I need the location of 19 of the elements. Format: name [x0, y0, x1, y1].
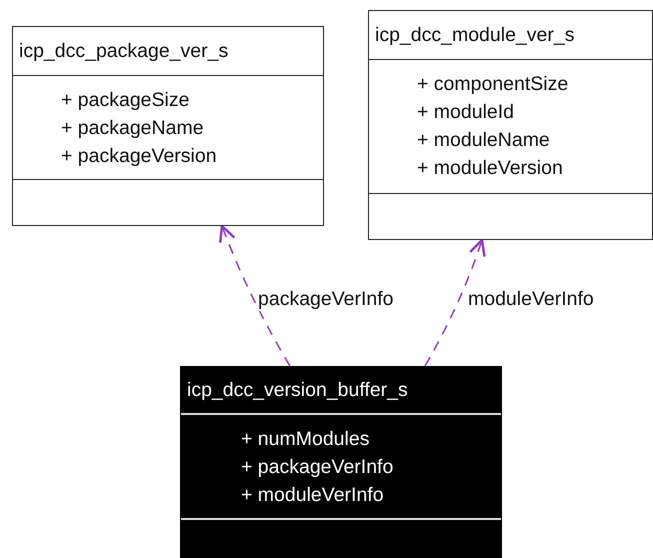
attribute-text: + packageVerInfo: [241, 455, 394, 480]
attribute-text: + packageName: [61, 116, 204, 141]
class-box: [368, 10, 653, 240]
attribute-text: + moduleName: [417, 128, 550, 153]
edge-label: packageVerInfo: [256, 288, 396, 311]
class-name: icp_dcc_version_buffer_s: [187, 379, 408, 401]
dependency-arrow: [424, 238, 486, 366]
attribute-text: + moduleVerInfo: [241, 483, 384, 508]
dependency-arrow: [219, 224, 291, 366]
attribute-text: + numModules: [241, 427, 370, 452]
attribute-text: + moduleVersion: [417, 156, 563, 181]
attribute-text: + moduleId: [417, 100, 514, 125]
class-box: [12, 26, 324, 226]
attribute-text: + componentSize: [417, 72, 568, 97]
class-name: icp_dcc_module_ver_s: [375, 24, 574, 46]
attribute-text: + packageVersion: [61, 144, 217, 169]
class-box: [180, 366, 502, 558]
class-name: icp_dcc_package_ver_s: [19, 40, 228, 62]
attribute-text: + packageSize: [61, 88, 190, 113]
